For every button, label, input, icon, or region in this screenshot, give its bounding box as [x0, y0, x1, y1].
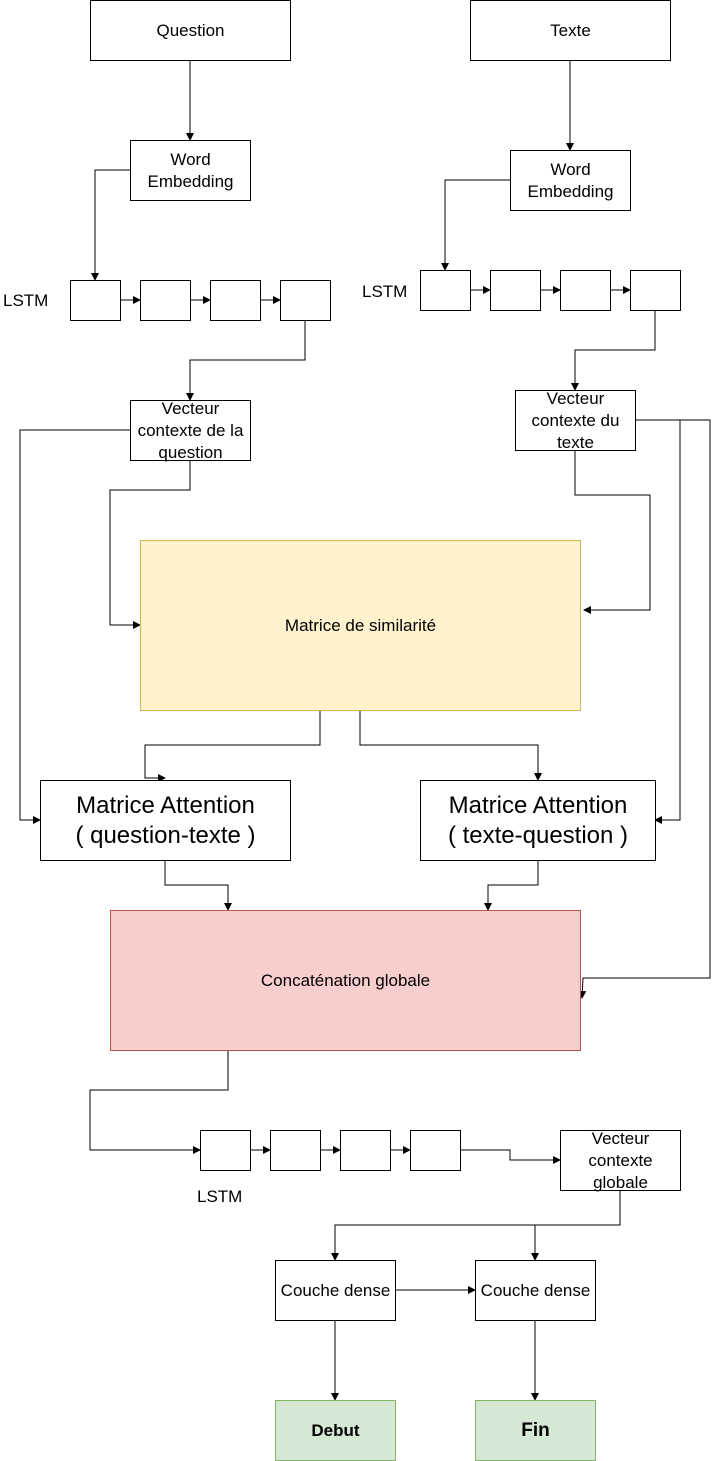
edge-embedding-to-lstm-q [91, 169, 130, 281]
vecteur-contexte-texte-node: Vecteur contexte du texte [515, 388, 636, 452]
edge-lstm-q-to-vector [186, 320, 306, 401]
lstm-bottom-cell [410, 1130, 461, 1171]
edge-attention-tq-to-concat [484, 860, 539, 911]
debut-label: Debut [311, 1420, 360, 1440]
attention-tq-line1: Matrice Attention [448, 791, 628, 819]
lstm-question-cell [280, 280, 331, 321]
lstm-texte-label: LSTM [362, 282, 408, 301]
lstm-question-cell [210, 280, 261, 321]
word-embedding-texte-label: Word Embedding [527, 159, 614, 201]
matrice-similarite-label: Matrice de similarité [284, 615, 437, 635]
attention-qt-line2: ( question-texte ) [75, 821, 256, 849]
attention-qt-line1: Matrice Attention [76, 791, 255, 819]
concatenation-globale-label: Concaténation globale [260, 970, 431, 990]
edge-lstm-t-to-vector [571, 310, 656, 391]
edge-lstm-b-to-global [460, 1149, 561, 1164]
edge-vector-t-to-similarity [574, 450, 651, 614]
vecteur-contexte-globale-node: Vecteur contexte globale [560, 1128, 681, 1192]
word-embedding-question-label: Word Embedding [147, 149, 234, 191]
lstm-texte-cell [560, 270, 611, 311]
matrice-attention-texte-question-node: Matrice Attention ( texte-question ) [420, 780, 656, 861]
couche-dense-1-label: Couche dense [280, 1280, 391, 1300]
lstm-question-cell [140, 280, 191, 321]
vecteur-contexte-globale-label: Vecteur contexte globale [588, 1128, 653, 1192]
vecteur-contexte-question-label: Vecteur contexte de la question [137, 398, 244, 462]
edge-attention-qt-to-concat [164, 860, 232, 911]
lstm-bottom-cell [270, 1130, 321, 1171]
lstm-question-label: LSTM [3, 291, 49, 310]
fin-label: Fin [521, 1419, 550, 1441]
lstm-texte-cell [490, 270, 541, 311]
edge-concat-to-lstm-bottom [89, 1050, 229, 1154]
vecteur-contexte-texte-label: Vecteur contexte du texte [531, 388, 620, 452]
texte-label: Texte [550, 20, 591, 40]
edge-global-to-dense-1 [331, 1190, 621, 1261]
couche-dense-1-node: Couche dense [275, 1260, 396, 1321]
matrice-attention-question-texte-node: Matrice Attention ( question-texte ) [40, 780, 291, 861]
couche-dense-2-node: Couche dense [475, 1260, 596, 1321]
lstm-texte-cell [420, 270, 471, 311]
edge-vector-q-to-similarity [109, 460, 191, 629]
lstm-bottom-cell [200, 1130, 251, 1171]
couche-dense-2-label: Couche dense [480, 1280, 591, 1300]
vecteur-contexte-question-node: Vecteur contexte de la question [130, 398, 251, 462]
edge-vector-t-to-concat [578, 419, 711, 999]
question-node: Question [90, 0, 291, 61]
debut-node: Debut [275, 1400, 396, 1461]
edge-similarity-to-attention-qt [144, 710, 321, 782]
edge-similarity-to-attention-tq [359, 710, 542, 781]
fin-node: Fin [475, 1400, 596, 1461]
question-label: Question [156, 20, 225, 40]
attention-tq-line2: ( texte-question ) [447, 821, 629, 849]
lstm-bottom-label: LSTM [197, 1187, 243, 1206]
lstm-question-cell [70, 280, 121, 321]
concatenation-globale-node: Concaténation globale [110, 910, 581, 1051]
lstm-bottom-cell [340, 1130, 391, 1171]
edge-vector-t-to-attention-tq [635, 419, 681, 824]
edge-vector-q-to-attention-qt [19, 429, 130, 824]
word-embedding-question-node: Word Embedding [130, 140, 251, 201]
matrice-similarite-node: Matrice de similarité [140, 540, 581, 711]
texte-node: Texte [470, 0, 671, 61]
word-embedding-texte-node: Word Embedding [510, 150, 631, 211]
lstm-texte-cell [630, 270, 681, 311]
edge-embedding-to-lstm-t [441, 179, 510, 271]
